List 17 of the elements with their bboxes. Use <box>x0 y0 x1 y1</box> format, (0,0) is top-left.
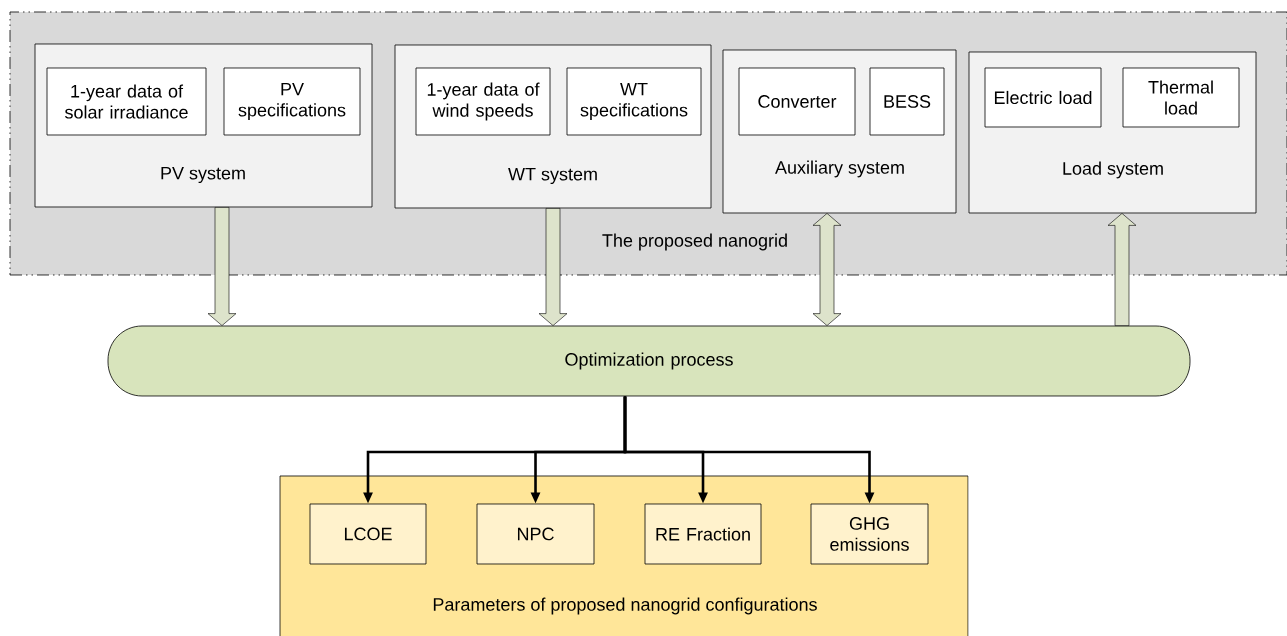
input-box: LCOE <box>309 503 427 565</box>
block-arrow <box>812 213 842 326</box>
input-box: NPC <box>476 503 595 565</box>
input-box: PV specifications <box>223 67 361 136</box>
block-arrow <box>1107 213 1137 326</box>
input-box: GHG emissions <box>810 503 929 565</box>
input-box: BESS <box>869 67 945 136</box>
input-box: RE Fraction <box>644 503 762 565</box>
input-box: Electric load <box>984 67 1102 128</box>
input-box: WT specifications <box>566 67 702 136</box>
process-bar: Optimization process <box>107 325 1191 397</box>
input-box: Thermal load <box>1122 67 1240 128</box>
input-box: Converter <box>738 67 856 136</box>
block-arrow <box>538 208 568 326</box>
input-box: 1-year data of solar irradiance <box>46 67 207 136</box>
input-box: 1-year data of wind speeds <box>415 67 551 136</box>
block-arrow <box>207 207 237 326</box>
